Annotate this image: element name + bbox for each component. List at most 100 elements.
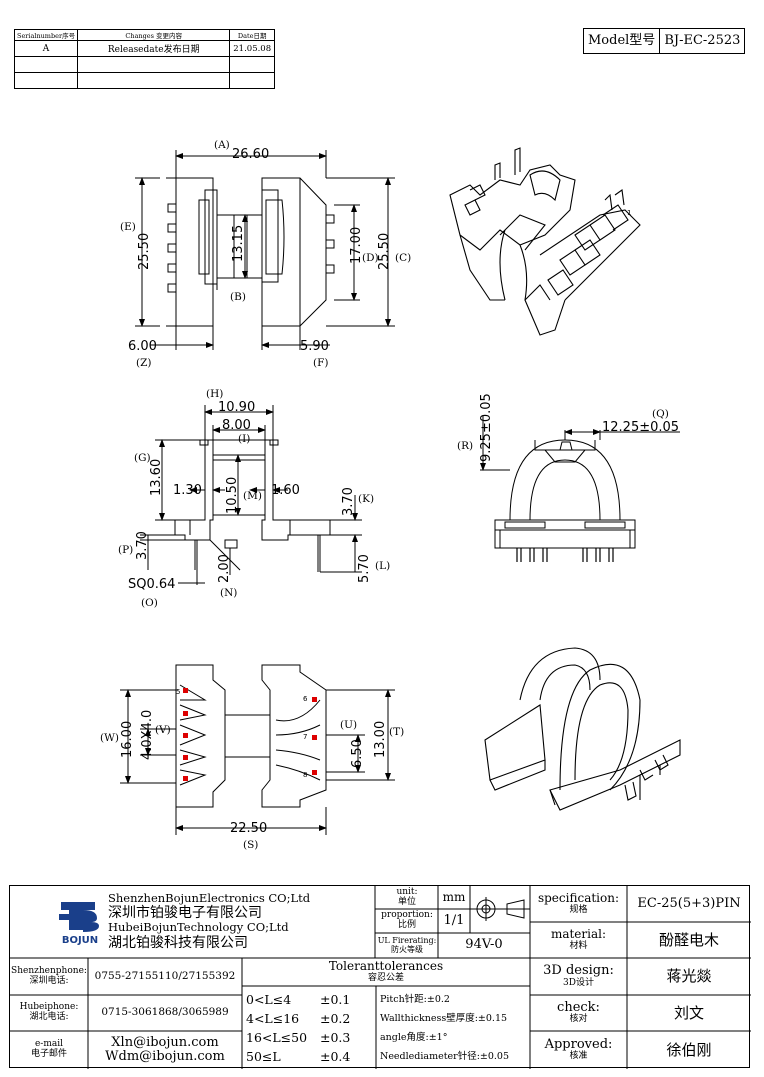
company-cn-2: 湖北铂骏科技有限公司 xyxy=(108,934,248,951)
dim-130-value: 1.30 xyxy=(173,483,202,498)
proportion-label-cn: 比例 xyxy=(397,920,416,930)
dim-A-value: 26.60 xyxy=(232,147,269,162)
rev-row-date xyxy=(229,72,275,89)
dim-E-label: (E) xyxy=(120,221,136,233)
pin-label-8: 8 xyxy=(303,771,307,779)
tol-row: 4<L≤16±0.2 xyxy=(246,1009,374,1028)
company-en-1: ShenzhenBojunElectronics CO;Ltd xyxy=(108,891,311,905)
unit-label-cell: unit: 单位 xyxy=(376,886,438,909)
tolerances-title-cell: Toleranttolerances 容忍公差 xyxy=(242,958,530,986)
pin-label-5: 5 xyxy=(176,688,180,696)
check-label-cell: check: 核对 xyxy=(530,995,627,1031)
dim-T-label: (T) xyxy=(389,726,404,738)
material-label-cell: material: 材料 xyxy=(530,922,627,958)
iso-view-bottom xyxy=(484,647,681,811)
rev-row-changes xyxy=(77,72,231,89)
approved-label: Approved: xyxy=(544,1036,613,1052)
hb-phone-label-cn: 湖北电话: xyxy=(29,1012,69,1022)
email-label-cn: 电子邮件 xyxy=(30,1049,67,1059)
title-block-grid xyxy=(10,886,751,1069)
tol-note: angle角度:±1° xyxy=(380,1032,448,1043)
dim-L-label: (L) xyxy=(375,560,390,572)
dim-B-value: 13.15 xyxy=(231,225,246,262)
check-label: check: xyxy=(557,999,600,1015)
dim-V-value: 4.0X4.0 xyxy=(140,710,155,760)
company-cn-1: 深圳市铂骏电子有限公司 xyxy=(108,905,262,922)
dim-D-value: 17.00 xyxy=(349,227,364,264)
dim-P-value: 3.70 xyxy=(135,531,150,560)
dim-M-label: (M) xyxy=(243,490,262,502)
logo-mark-icon xyxy=(59,902,99,932)
ul-label-cn: 防火等级 xyxy=(391,944,423,954)
tol-row: 16<L≤50±0.3 xyxy=(246,1028,374,1047)
hb-phone: 0715-3061868/3065989 xyxy=(101,1006,229,1019)
dim-Z-label: (Z) xyxy=(136,357,152,369)
dim-N-label: (N) xyxy=(220,587,237,599)
sz-phone-label-cell: Shenzhenphone: 深圳电话: xyxy=(10,958,88,995)
tol-value: ±0.3 xyxy=(320,1030,351,1045)
dim-U-value: 6.50 xyxy=(350,739,365,768)
tol-range: 0<L≤4 xyxy=(246,992,292,1007)
dim-V-label: (V) xyxy=(155,724,171,736)
unit-label-cn: 单位 xyxy=(397,896,416,907)
ul-value: 94V-0 xyxy=(465,937,503,953)
approved-label-cn: 核准 xyxy=(569,1051,588,1062)
front-view xyxy=(480,415,680,562)
tol-value: ±0.4 xyxy=(320,1049,351,1064)
dim-Z-value: 6.00 xyxy=(128,339,157,354)
dim-O-label: (O) xyxy=(141,597,158,609)
ul-label-cell: UL Firerating: 防火等级 xyxy=(376,933,438,958)
material-value: 酚醛电木 xyxy=(658,930,719,949)
dim-F-label: (F) xyxy=(313,357,328,369)
dim-G-label: (G) xyxy=(134,452,151,464)
dim-160-value: 1.60 xyxy=(271,483,300,498)
tolerance-ranges: 0<L≤4±0.1 4<L≤16±0.2 16<L≤50±0.3 50≤L ±0.… xyxy=(246,990,374,1066)
dim-S-label: (S) xyxy=(243,839,258,851)
dim-Q-label: (Q) xyxy=(652,408,669,420)
tol-value: ±0.2 xyxy=(320,1011,351,1026)
sz-phone-label: Shenzhenphone: xyxy=(11,965,87,976)
approved-label-cell: Approved: 核准 xyxy=(530,1031,627,1069)
design-label-cell: 3D design: 3D设计 xyxy=(530,958,627,995)
dim-Q-value: 12.25±0.05 xyxy=(602,420,679,435)
design-label: 3D design: xyxy=(543,963,614,979)
dim-K-value: 3.70 xyxy=(341,487,356,516)
email-values: Xln@ibojun.com Wdm@ibojun.com xyxy=(88,1031,242,1069)
iso-view-top xyxy=(449,147,641,336)
dim-M-value: 10.50 xyxy=(225,477,240,514)
tolerance-notes: Pitch针距:±0.2 Wallthickness壁厚度:±0.15 angl… xyxy=(380,990,530,1066)
sz-phone: 0755-27155110/27155392 xyxy=(94,969,236,982)
technical-drawing: 26.60 (A) 25.50 (E) 13.15 (B) 17.00 (D) … xyxy=(100,139,681,851)
tol-row: 0<L≤4±0.1 xyxy=(246,990,374,1009)
email-1: Xln@ibojun.com xyxy=(111,1034,219,1050)
spec-value: EC-25(5+3)PIN xyxy=(637,895,741,911)
dim-I-label: (I) xyxy=(238,433,250,445)
material-label-cn: 材料 xyxy=(569,940,588,951)
dim-N-value: 2.00 xyxy=(217,554,232,583)
dim-O-value: SQ0.64 xyxy=(128,577,175,592)
title-block: BOJUN ShenzhenBojunElectronics CO;Ltd 深圳… xyxy=(9,885,751,1069)
dim-E-value: 25.50 xyxy=(137,233,152,270)
spec-label-cell: specification: 规格 xyxy=(530,886,627,922)
hb-phone-label-cell: Hubeiphone: 湖北电话: xyxy=(10,995,88,1031)
dim-L-value: 5.70 xyxy=(357,554,372,583)
tol-note: Needlediameter针径:±0.05 xyxy=(380,1051,510,1062)
spec-label: specification: xyxy=(537,891,620,906)
dim-K-label: (K) xyxy=(358,493,374,505)
bottom-view xyxy=(120,664,395,835)
pin-markers xyxy=(183,688,317,781)
dim-D-label: (D) xyxy=(362,252,379,264)
check-value: 刘文 xyxy=(673,1003,704,1022)
top-view xyxy=(135,150,395,350)
model-label: Model型号 xyxy=(584,29,661,53)
dim-R-label: (R) xyxy=(457,440,473,452)
proportion-label-cell: proportion: 比例 xyxy=(376,909,438,933)
tolerances-title-cn: 容忍公差 xyxy=(367,972,404,983)
ul-label: UL Firerating: xyxy=(377,935,437,945)
email-label-cell: e-mail 电子邮件 xyxy=(10,1031,88,1069)
email-2: Wdm@ibojun.com xyxy=(105,1049,225,1064)
spec-label-cn: 规格 xyxy=(569,904,588,915)
tolerances-title: Toleranttolerances xyxy=(328,959,444,974)
tol-range: 50≤L xyxy=(246,1049,281,1064)
dim-B-label: (B) xyxy=(230,291,246,303)
